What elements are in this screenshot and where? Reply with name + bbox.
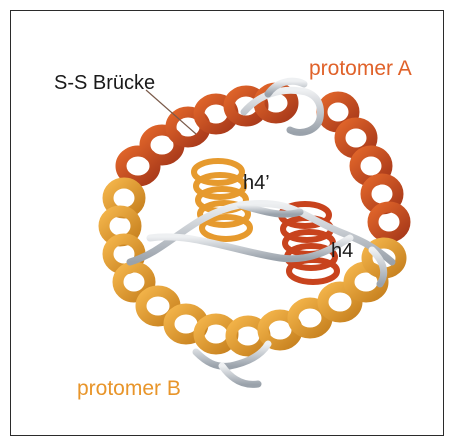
protomer-b-helix-h4-prime bbox=[194, 161, 250, 239]
protomer-a-helix-right bbox=[322, 97, 405, 237]
disulfide-bridge-label: S-S Brücke bbox=[54, 73, 155, 93]
protomer-a-label: protomer A bbox=[309, 58, 412, 79]
protomer-b-helix-left bbox=[104, 183, 150, 297]
helix-h4-label: h4 bbox=[331, 241, 353, 261]
protomer-a-helix-upper bbox=[121, 88, 293, 181]
helix-h4-prime-label: h4’ bbox=[243, 173, 270, 193]
protomer-b-label: protomer B bbox=[77, 378, 181, 399]
